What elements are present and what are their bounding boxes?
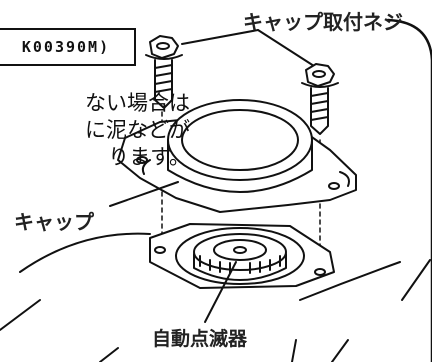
housing-line-2	[0, 299, 41, 331]
part-code: K00390M)	[21, 38, 111, 56]
screw-right	[301, 63, 339, 135]
cap-leader	[109, 181, 179, 207]
screw-leader-right	[257, 29, 315, 67]
housing-line-5	[99, 347, 119, 362]
note-line-1: ない場合は	[85, 91, 190, 115]
part-code-box: K00390M)	[0, 28, 136, 66]
cap-screw-label: キャップ取付ネジ	[243, 10, 403, 34]
screw-leader-left	[181, 29, 259, 45]
housing-line-6	[291, 339, 297, 362]
auto-blinker-label: 自動点滅器	[152, 328, 248, 350]
housing-line-3	[299, 261, 401, 301]
panel-border	[386, 18, 432, 362]
housing-line-1	[19, 232, 151, 273]
note-line-3: ります。	[108, 145, 190, 169]
note-line-2: に泥などが	[85, 118, 190, 142]
note-text: ない場合は に泥などが ります。	[0, 90, 190, 171]
housing-line-4	[331, 339, 349, 362]
cap-body	[117, 99, 357, 213]
sensor-leader	[204, 261, 237, 323]
cap-label: キャップ	[14, 210, 94, 234]
sensor-ring	[149, 223, 335, 289]
housing-line-7	[401, 259, 431, 301]
screw-left	[145, 35, 183, 109]
